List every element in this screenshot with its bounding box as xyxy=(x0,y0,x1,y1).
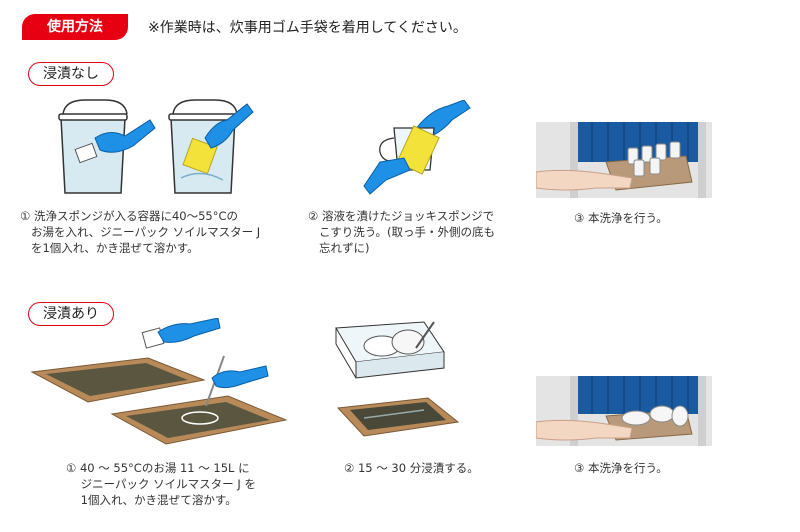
mug-sponge-illustration xyxy=(363,100,471,195)
step-caption: ③ 本洗浄を行う。 xyxy=(574,211,668,225)
container-mix-illustration xyxy=(58,99,254,194)
tray-icon xyxy=(336,397,460,437)
tray-icon xyxy=(110,395,288,445)
section-title-soak: 浸漬あり xyxy=(28,302,114,326)
step-caption: ② 溶液を漬けたジョッキスポンジで こすり洗う。(取っ手・外側の底も 忘れずに) xyxy=(308,209,496,255)
glove-icon xyxy=(157,318,221,343)
tray-icon xyxy=(30,357,206,403)
glove-icon xyxy=(211,365,269,389)
glass-rack-photo xyxy=(536,122,712,198)
glove-note: ※作業時は、炊事用ゴム手袋を着用してください。 xyxy=(148,20,467,36)
dish-soak-illustration xyxy=(335,321,460,437)
glove-icon xyxy=(94,119,156,153)
dish-rack-photo xyxy=(536,376,712,446)
glove-icon xyxy=(204,103,254,149)
soak-tray-illustration xyxy=(30,318,288,445)
step-caption: ② 15 ～ 30 分浸漬する。 xyxy=(344,461,479,475)
step-caption: ① 洗浄スポンジが入る容器に40～55°Cの お湯を入れ、ジニーパック ソイルマ… xyxy=(20,209,261,255)
glove-icon xyxy=(363,157,411,195)
section-title-no-soak: 浸漬なし xyxy=(28,62,114,86)
step-caption: ③ 本洗浄を行う。 xyxy=(574,461,668,475)
water-container-icon xyxy=(168,99,238,194)
step-caption: ① 40 ～ 55°Cのお湯 11 ～ 15L に ジニーパック ソイルマスター… xyxy=(66,461,256,507)
usage-badge: 使用方法 xyxy=(22,14,128,40)
